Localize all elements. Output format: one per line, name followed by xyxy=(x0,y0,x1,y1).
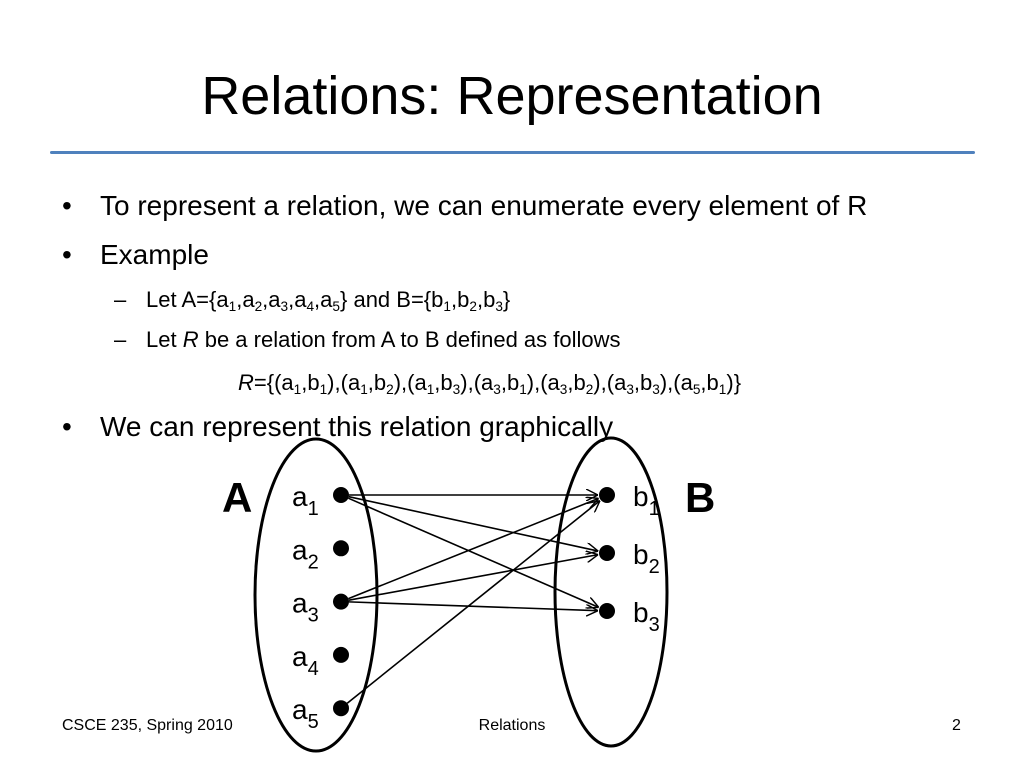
bullet-marker: • xyxy=(62,411,72,442)
element-a5: a5 xyxy=(320,287,340,315)
node-label-b3: b3 xyxy=(633,597,660,636)
edge-a3-b1 xyxy=(348,498,598,600)
sub-text-prefix: Let A={ xyxy=(146,287,217,312)
sub-marker: – xyxy=(114,287,127,312)
node-a3 xyxy=(333,593,349,610)
node-b1 xyxy=(599,487,615,503)
relation-open: ={ xyxy=(253,370,275,395)
bullet-item: • We can represent this relation graphic… xyxy=(62,410,614,444)
edge-a5-b1 xyxy=(346,501,600,704)
bullet-item: • Example xyxy=(62,238,209,272)
footer-course: CSCE 235, Spring 2010 xyxy=(62,717,233,734)
node-a4 xyxy=(333,646,349,663)
sub-text-pre: Let xyxy=(146,327,183,352)
set-a-label: A xyxy=(222,474,252,521)
footer-page-number: 2 xyxy=(952,717,961,734)
relation-definition: R={(a1,b1),(a1,b2),(a1,b3),(a3,b1),(a3,b… xyxy=(238,369,741,397)
title-divider xyxy=(50,151,975,154)
relation-name: R xyxy=(238,370,254,395)
set-b-ellipse xyxy=(553,436,669,748)
footer-title: Relations xyxy=(478,717,546,734)
set-b-elements: b1,b2,b3 xyxy=(431,287,503,315)
node-a2 xyxy=(333,540,349,557)
pair-a3-b2: (a3,b2) xyxy=(540,370,601,398)
node-label-a1: a1 xyxy=(292,481,319,520)
sub-item: – Let R be a relation from A to B define… xyxy=(114,326,621,354)
bullet-marker: • xyxy=(62,239,72,270)
pair-a5-b1: (a5,b1) xyxy=(673,370,734,398)
node-a1 xyxy=(333,487,349,503)
node-label-b2: b2 xyxy=(633,539,660,578)
sub-text-suffix: } xyxy=(502,287,511,312)
pair-a3-b3: (a3,b3) xyxy=(606,370,668,398)
sub-marker: – xyxy=(114,327,127,352)
bullet-marker: • xyxy=(62,190,72,221)
element-b3: b3 xyxy=(483,287,503,315)
edge-a3-b3 xyxy=(348,601,598,611)
relation-close: } xyxy=(733,370,742,395)
sub-item: – Let A={a1,a2,a3,a4,a5} and B={b1,b2,b3… xyxy=(114,286,511,315)
bullet-text: Example xyxy=(100,239,209,270)
set-a-elements: a1,a2,a3,a4,a5 xyxy=(216,287,340,315)
relation-symbol: R xyxy=(182,327,199,352)
edges xyxy=(346,495,600,704)
element-b1: b1 xyxy=(431,287,451,315)
element-a1: a1 xyxy=(216,287,237,315)
element-b2: b2 xyxy=(457,287,477,315)
node-label-a4: a4 xyxy=(292,641,319,680)
bullet-text: To represent a relation, we can enumerat… xyxy=(100,190,868,221)
slide-title: Relations: Representation xyxy=(201,66,823,126)
pair-a3-b1: (a3,b1) xyxy=(473,370,535,398)
pair-a1-b1: (a1,b1) xyxy=(274,370,335,398)
sub-text-post: be a relation from A to B defined as fol… xyxy=(198,327,621,352)
pair-a1-b3: (a1,b3) xyxy=(407,370,468,398)
edge-a3-b2 xyxy=(348,555,598,601)
node-b3 xyxy=(599,603,615,619)
edge-a1-b2 xyxy=(348,495,598,551)
node-label-b1: b1 xyxy=(633,481,660,520)
bullet-item: • To represent a relation, we can enumer… xyxy=(62,189,868,223)
bullet-text: We can represent this relation graphical… xyxy=(100,411,614,442)
node-a5 xyxy=(333,700,349,717)
node-label-a3: a3 xyxy=(292,588,319,627)
relation-pairs: (a1,b1),(a1,b2),(a1,b3),(a3,b1),(a3,b2),… xyxy=(274,370,734,398)
element-a2: a2 xyxy=(242,287,263,315)
nodes: a1 a2 a3 a4 a5 b1 b2 b3 xyxy=(292,481,660,733)
sub-text-middle: } and B={ xyxy=(340,287,432,312)
element-a4: a4 xyxy=(294,287,315,315)
node-label-a5: a5 xyxy=(292,694,319,733)
edge-a1-b3 xyxy=(348,497,598,607)
set-b-label: B xyxy=(685,474,715,521)
element-a3: a3 xyxy=(268,287,289,315)
pair-a1-b2: (a1,b2) xyxy=(340,370,402,398)
node-label-a2: a2 xyxy=(292,534,319,573)
node-b2 xyxy=(599,545,615,561)
